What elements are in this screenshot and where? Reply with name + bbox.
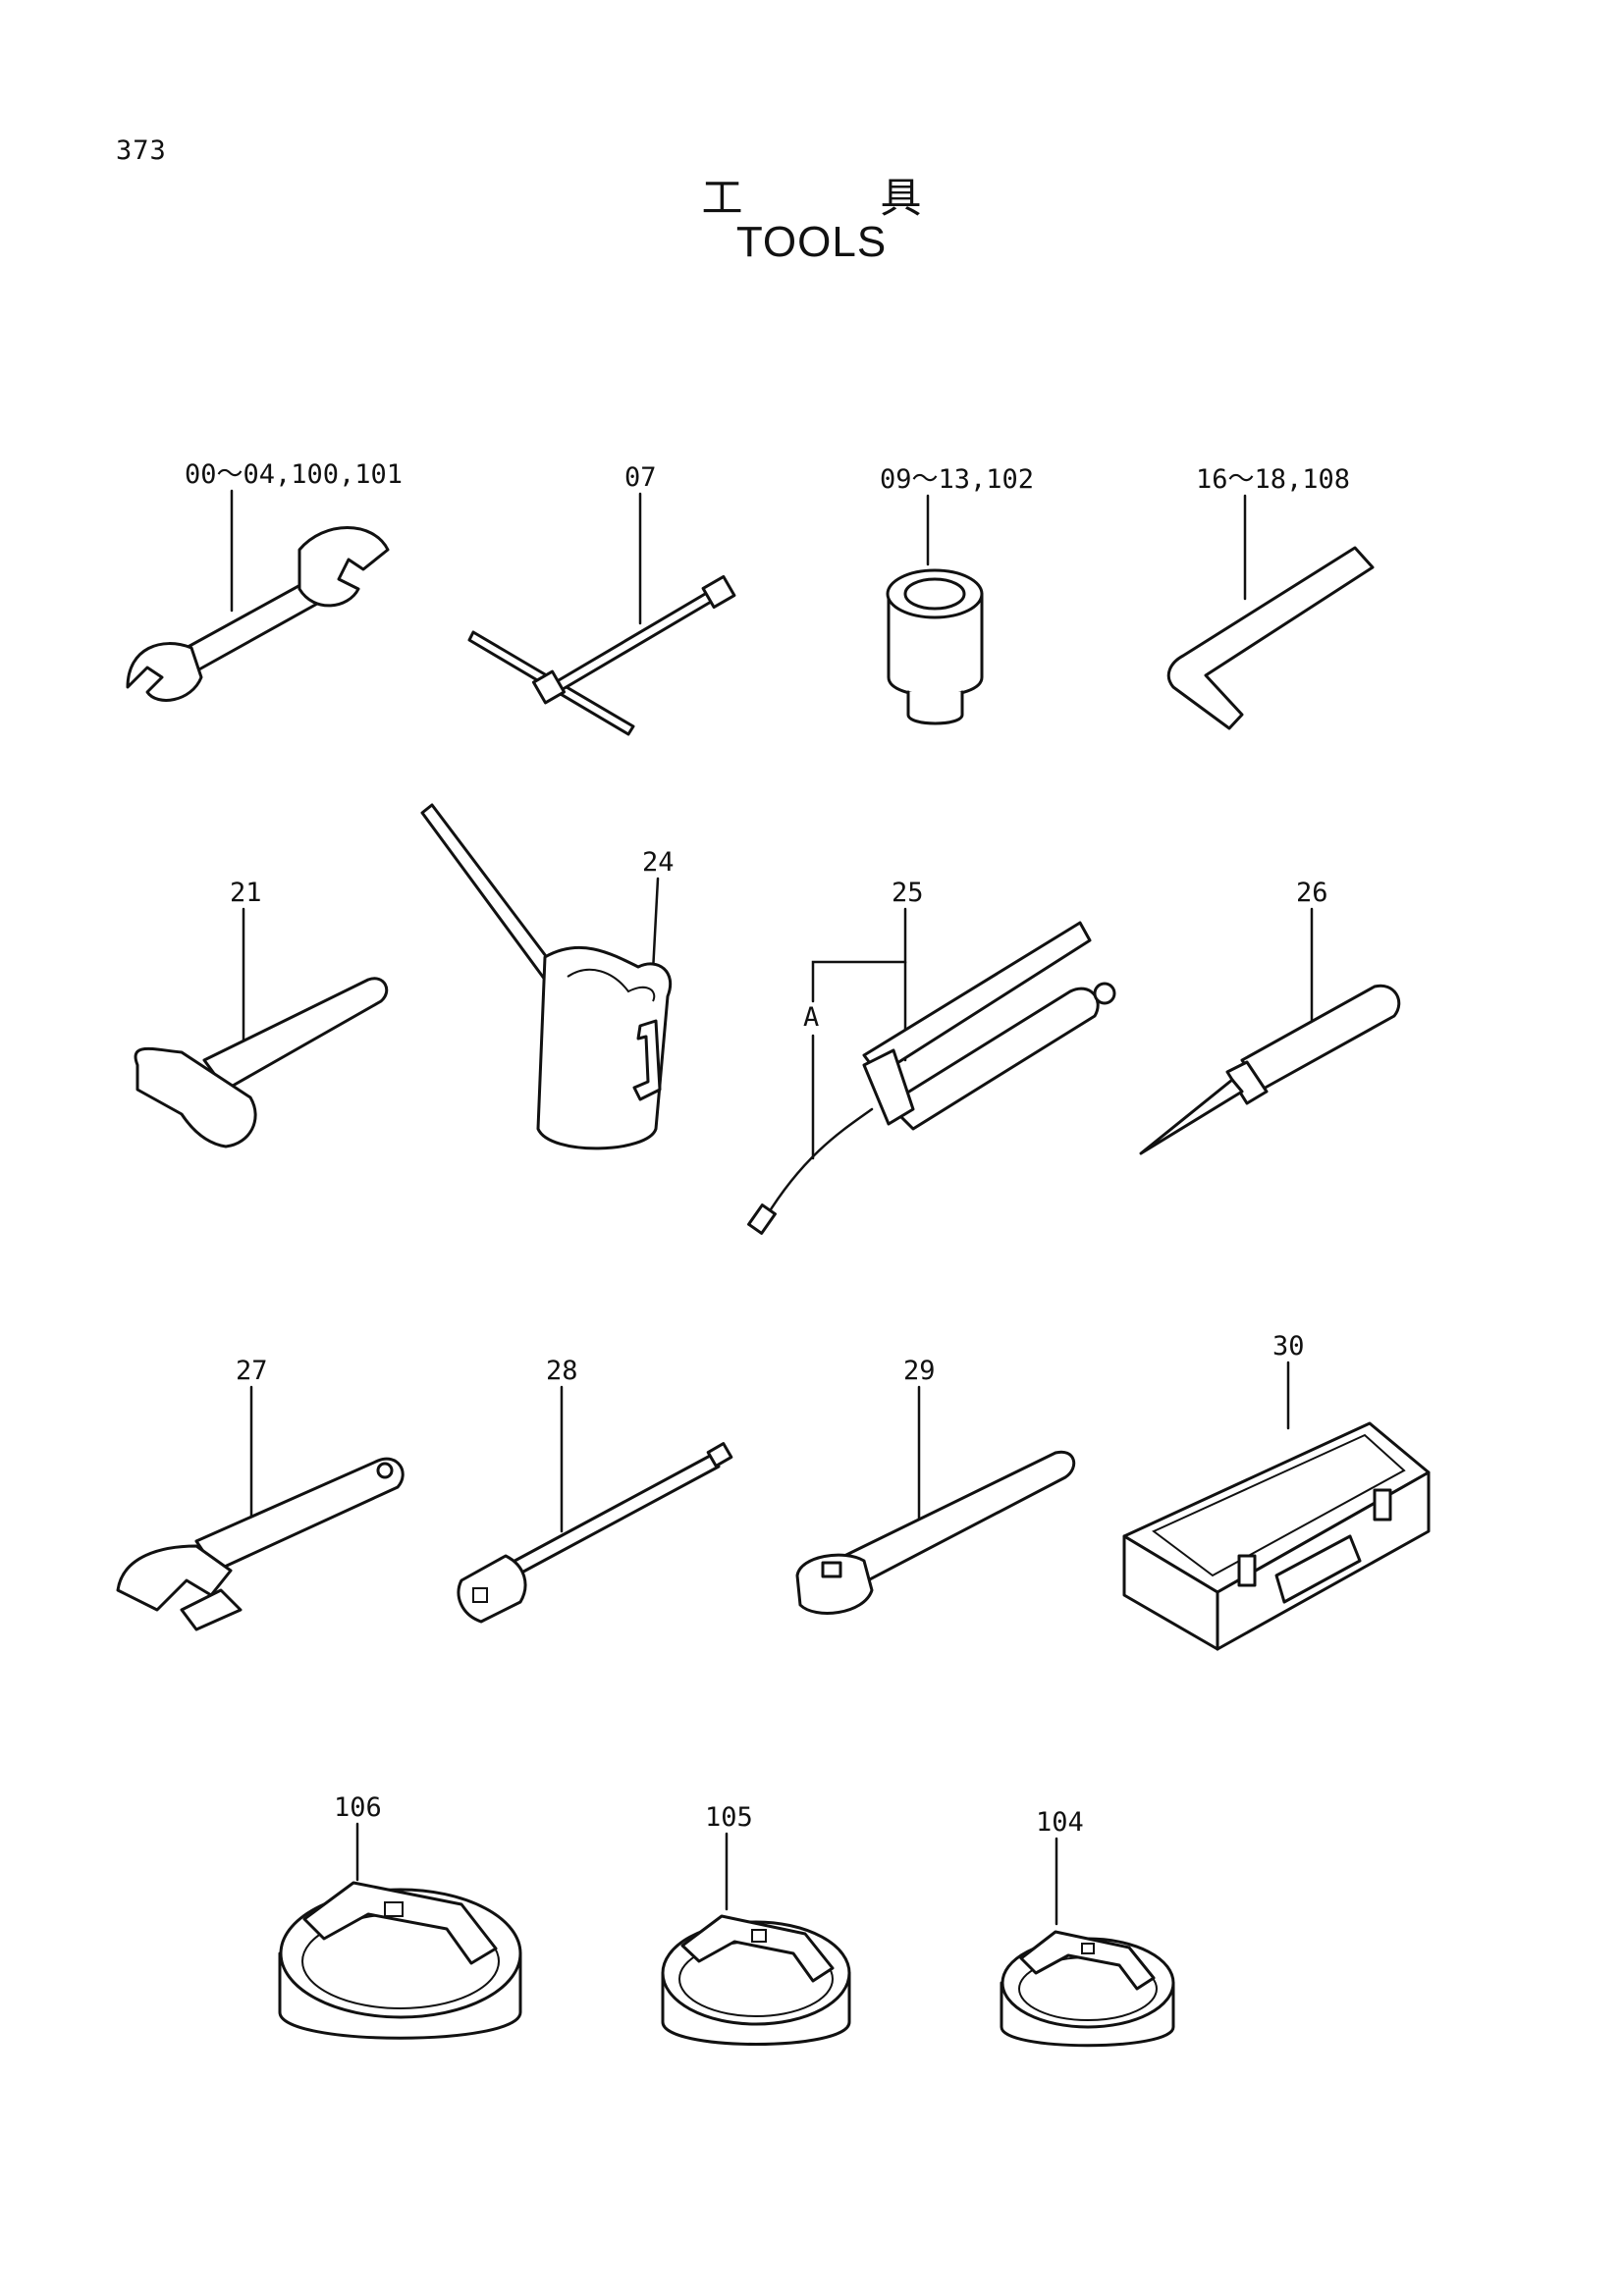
t-wrench-collar xyxy=(531,669,567,705)
callout-label-screwdriver: 26 xyxy=(1296,878,1328,908)
t-wrench-socket-end xyxy=(701,574,736,610)
leader-bracket-grease-gun xyxy=(811,907,907,1003)
ratchet-handle-bar xyxy=(842,1450,1076,1584)
open-end-wrench: 00～04,100,101 xyxy=(126,459,403,702)
filter-wrench-large: 106 xyxy=(278,1792,522,2040)
callout-label-grease-gun-a: A xyxy=(803,1002,819,1033)
t-wrench: 07 xyxy=(467,462,736,736)
screwdriver: 26 xyxy=(1139,878,1401,1155)
filter-wrench-medium-bridge xyxy=(680,1914,835,1983)
page-title: TOOLS xyxy=(735,218,888,266)
callout-label-hammer: 21 xyxy=(230,878,262,908)
oil-can-body xyxy=(536,945,673,1150)
oil-can-handle xyxy=(632,1019,662,1101)
adjustable-wrench-handle xyxy=(194,1457,405,1573)
grease-gun-ring xyxy=(1093,982,1116,1005)
grease-gun-head xyxy=(862,1048,915,1126)
screwdriver-handle xyxy=(1240,984,1401,1092)
extension-bar-socket xyxy=(457,1554,527,1624)
callout-label-ratchet-handle: 29 xyxy=(903,1356,936,1386)
adjustable-wrench-worm xyxy=(180,1588,243,1631)
tool-box-handle xyxy=(1274,1534,1362,1604)
t-wrench-shaft xyxy=(540,585,725,700)
ratchet-handle-square-drive xyxy=(821,1561,842,1578)
callout-label-adjustable-wrench: 27 xyxy=(236,1356,268,1386)
screwdriver-blade xyxy=(1139,1078,1244,1155)
adjustable-wrench: 27 xyxy=(116,1356,405,1631)
callout-label-hex-key: 16～18,108 xyxy=(1196,464,1350,495)
callout-label-grease-gun: 25 xyxy=(892,878,924,908)
socket-hole xyxy=(903,577,966,611)
grease-gun-hose xyxy=(764,1107,874,1219)
callout-label-t-wrench: 07 xyxy=(624,462,657,493)
oil-can-neck xyxy=(567,968,656,1002)
hammer-head xyxy=(134,1046,257,1148)
filter-wrench-medium-square xyxy=(751,1929,767,1943)
leader-line-oil-can xyxy=(651,877,660,974)
filter-wrench-small: 104 xyxy=(1000,1807,1175,2048)
hammer-handle xyxy=(202,977,389,1092)
filter-wrench-large-bridge xyxy=(302,1881,498,1965)
filter-wrench-large-square xyxy=(384,1901,404,1917)
hex-key-body xyxy=(1166,546,1375,730)
socket: 09～13,102 xyxy=(880,464,1034,725)
socket-drive-end xyxy=(906,690,964,725)
callout-label-wrench: 00～04,100,101 xyxy=(185,459,403,490)
filter-wrench-medium: 105 xyxy=(661,1802,851,2046)
tool-box-lid-panel xyxy=(1152,1433,1406,1577)
callout-label-filter-wrench-medium: 105 xyxy=(705,1802,753,1833)
wrench-head-top xyxy=(298,526,390,608)
tool-box: 30 xyxy=(1122,1331,1431,1651)
tool-box-latch-right xyxy=(1373,1488,1392,1522)
filter-wrench-small-square xyxy=(1081,1943,1095,1954)
wrench-head-bottom xyxy=(126,642,203,702)
callout-label-filter-wrench-large: 106 xyxy=(334,1792,382,1823)
adjustable-wrench-hole xyxy=(376,1462,394,1479)
page-number: 373 xyxy=(116,135,167,166)
extension-bar-drive xyxy=(706,1442,733,1468)
callout-label-socket: 09～13,102 xyxy=(880,464,1034,495)
oil-can-spout xyxy=(420,803,560,982)
oil-can: 24 xyxy=(420,803,675,1150)
page-title-japanese: 工具 xyxy=(0,165,1623,225)
extension-bar-square xyxy=(472,1587,488,1603)
callout-label-filter-wrench-small: 104 xyxy=(1036,1807,1084,1838)
ratchet-handle-head xyxy=(795,1553,874,1615)
title-jp-char-1: 工 xyxy=(701,174,743,222)
tool-box-latch-left xyxy=(1237,1554,1257,1587)
callout-label-oil-can: 24 xyxy=(642,847,675,878)
extension-bar-shaft xyxy=(504,1453,721,1579)
grease-gun-barrel xyxy=(887,987,1100,1131)
grease-gun-nozzle xyxy=(747,1203,777,1235)
callout-label-tool-box: 30 xyxy=(1272,1331,1305,1362)
hex-key: 16～18,108 xyxy=(1166,464,1375,730)
ratchet-handle: 29 xyxy=(795,1356,1076,1615)
extension-bar: 28 xyxy=(457,1356,733,1624)
grease-gun: 25 A xyxy=(747,878,1116,1235)
filter-wrench-small-bridge xyxy=(1019,1930,1156,1991)
hammer: 21 xyxy=(134,878,389,1148)
callout-label-extension-bar: 28 xyxy=(546,1356,578,1386)
title-jp-char-2: 具 xyxy=(880,174,922,222)
